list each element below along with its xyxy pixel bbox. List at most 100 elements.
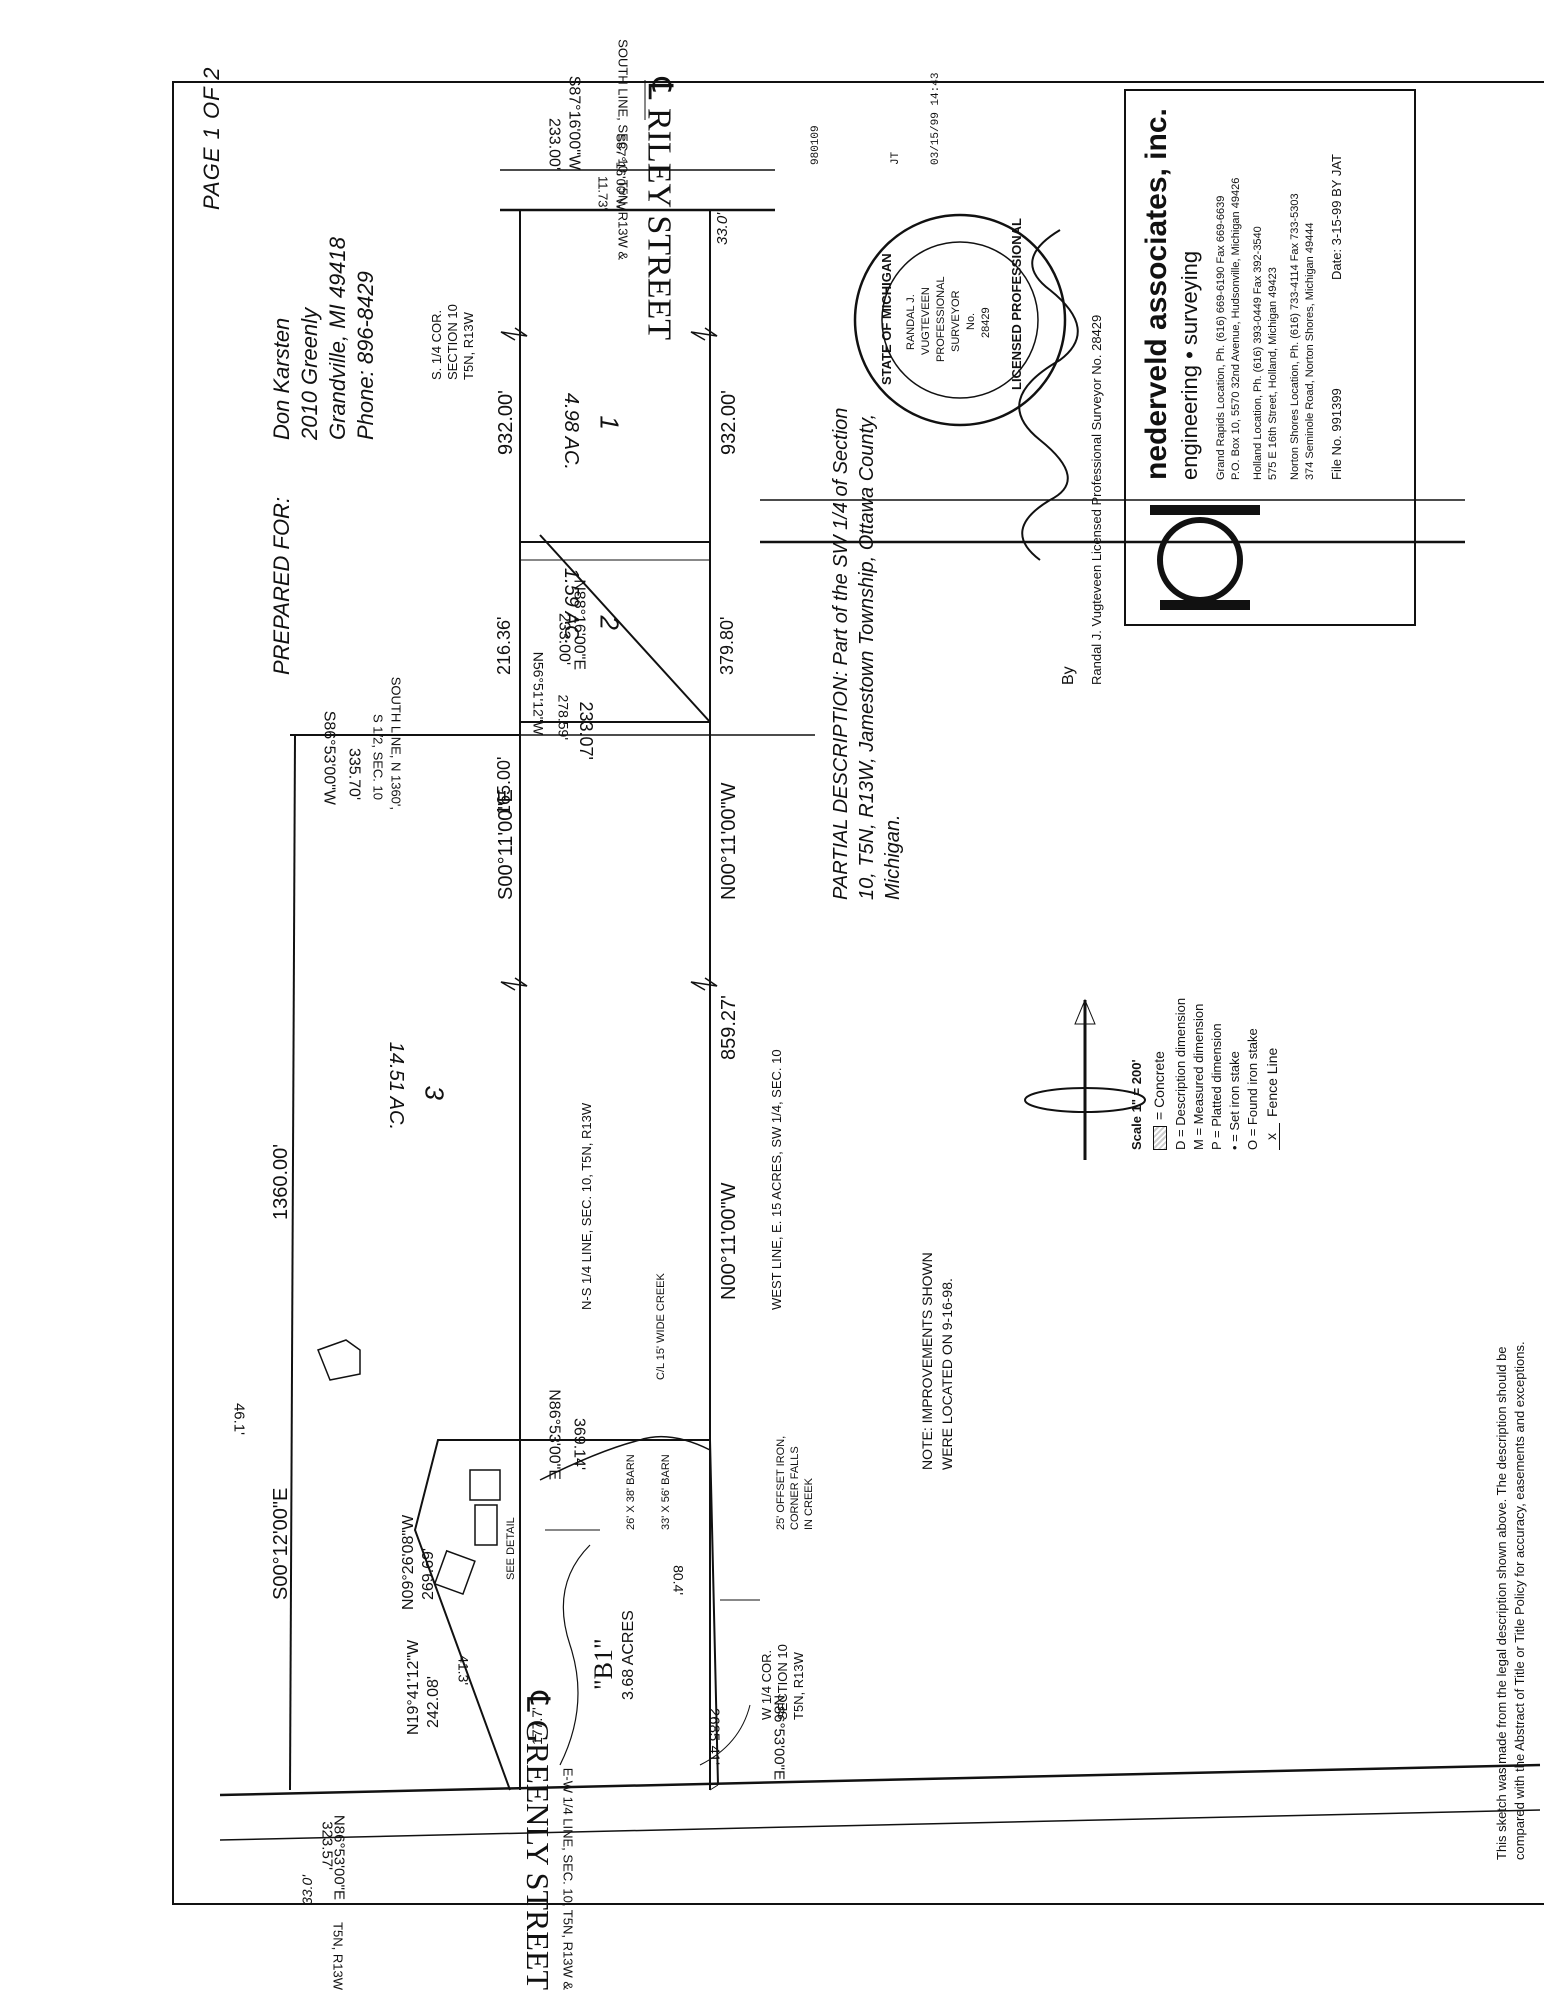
parcel-b1-name: "B1" xyxy=(589,1638,618,1690)
break-mark-3 xyxy=(500,327,528,341)
parcel-south-boundary xyxy=(709,1784,719,1791)
break-mark-2 xyxy=(690,977,718,991)
dim-n8653a: N86°53'00"E xyxy=(545,1389,563,1480)
dim-804: 80.4' xyxy=(670,1565,687,1595)
dim-165: 165.00' xyxy=(494,756,514,816)
barn-footprint-2 xyxy=(469,1469,501,1501)
break-mark-1 xyxy=(500,977,528,991)
dim-379: 379.80' xyxy=(717,616,737,676)
dim-s8653: S86°53'00"W xyxy=(320,710,338,805)
dim-216: 216.36' xyxy=(494,616,514,676)
header-stamp-left: 980109 xyxy=(810,125,822,165)
dim-369: 369.14' xyxy=(570,1418,588,1470)
south-line-riley: SOUTH LINE, SEC. 10, T5N, R13W & xyxy=(615,39,631,260)
company-loc-3: Norton Shores Location, Ph. (616) 733-41… xyxy=(1289,193,1301,480)
west-line-label: WEST LINE, E. 15 ACRES, SW 1/4, SEC. 10 xyxy=(769,1049,784,1310)
legend-fence: x Fence Line xyxy=(1263,1047,1281,1150)
dim-269: 269.69' xyxy=(420,1548,437,1600)
legend-set: • = Set iron stake xyxy=(1227,1051,1242,1150)
house-footprint xyxy=(433,1549,476,1596)
prepared-for-name: Don Karsten xyxy=(269,317,294,440)
parcel-3-acres: 14.51 AC. xyxy=(385,1041,407,1130)
prepared-for-label: PREPARED FOR: xyxy=(269,496,294,675)
header-stamp-right: 03/15/99 14:43 xyxy=(930,72,942,165)
seal-graphic xyxy=(853,213,1067,427)
dim-233b: 233.07' xyxy=(575,701,596,761)
greenly-section-line xyxy=(219,1763,1541,1797)
leader-w-quarter xyxy=(699,1704,751,1766)
offset-iron-1: 25' OFFSET IRON, xyxy=(775,1435,787,1530)
company-loc-3b: 374 Seminole Road, Norton Shores, Michig… xyxy=(1304,222,1316,480)
dim-461: 46.1' xyxy=(230,1402,248,1435)
s-quarter-cor-2: SECTION 10 xyxy=(445,304,460,380)
dim-s8716: S87°16'00"W xyxy=(565,75,583,170)
t5n-label: T5N, R13W xyxy=(330,1922,346,1990)
company-tagline: engineering • surveying xyxy=(1177,250,1202,480)
pond-shape xyxy=(317,1339,361,1381)
riley-street-label: ℄ RILEY STREET xyxy=(640,77,678,340)
parcel-1-acres: 4.98 AC. xyxy=(560,392,582,470)
legend-fence-label: Fence Line xyxy=(1263,1047,1280,1117)
legend-concrete: = Concrete xyxy=(1151,1051,1167,1150)
south-line-s12-1: S 1/2, SEC. 10 xyxy=(370,714,386,800)
company-loc-1: Grand Rapids Location, Ph. (616) 669-619… xyxy=(1215,195,1227,480)
company-loc-1b: P.O. Box 10, 5570 32nd Avenue, Hudsonvil… xyxy=(1230,177,1242,480)
parcel-b1-acres: 3.68 ACRES xyxy=(620,1610,637,1700)
dim-1777: 177.7' xyxy=(529,1707,545,1745)
creek-curve xyxy=(539,1435,711,1481)
disclaimer-line-2: compared with the Abstract of Title or T… xyxy=(1512,1341,1527,1860)
dim-932: 932.00' xyxy=(495,390,517,455)
seal-line-1: RANDAL J. xyxy=(905,294,917,350)
legend-d: D = Description dimension xyxy=(1173,997,1188,1150)
dim-n0011-859: N00°11'00"W xyxy=(718,1182,740,1301)
dim-242: 242.08' xyxy=(425,1676,442,1728)
dim-233c: 233.00' xyxy=(545,118,563,170)
company-loc-2b: 575 E 16th Street, Holland, Michigan 494… xyxy=(1267,267,1279,480)
dim-n0926: N09°26'08"W xyxy=(400,1514,417,1610)
dim-330-right: 33.0' xyxy=(714,212,731,245)
seal-ring-bottom: LICENSED PROFESSIONAL xyxy=(1009,218,1024,390)
dim-278: 278.59' xyxy=(555,694,572,741)
company-date: Date: 3-15-99 BY JAT xyxy=(1329,154,1344,280)
signature-caption: Randal J. Vugteveen Licensed Professiona… xyxy=(1089,314,1104,685)
south-line-s12-2: SOUTH LINE, N 1360', xyxy=(388,676,404,810)
signature-scribble xyxy=(1018,229,1079,561)
dim-n8816: N88°16'00"E xyxy=(570,579,588,670)
prepared-for-phone: Phone: 896-8429 xyxy=(353,271,378,440)
parcel-1-number: 1 xyxy=(594,415,625,430)
seal-line-2: VUGTEVEEN xyxy=(920,287,932,355)
note-line-1: NOTE: IMPROVEMENTS SHOWN xyxy=(919,1252,935,1470)
company-file-no: File No. 991399 xyxy=(1329,388,1344,480)
seal-line-6: 28429 xyxy=(980,307,992,338)
north-arrow xyxy=(1024,998,1146,1160)
dim-n5651: N56°51'12"W xyxy=(530,651,547,735)
dim-413: 41.3' xyxy=(455,1655,472,1685)
s-quarter-cor-1: S. 1/4 COR. xyxy=(429,309,444,380)
see-detail-label: SEE DETAIL xyxy=(505,1517,517,1580)
barn-label-2: 33' X 56' BARN xyxy=(660,1454,672,1530)
seal-line-3: PROFESSIONAL xyxy=(935,276,947,362)
legend-concrete-label: = Concrete xyxy=(1151,1051,1167,1120)
dim-s0012: S00°12'00"E xyxy=(270,1487,292,1600)
dim-1173: 11.73' xyxy=(595,175,611,210)
dim-335: 335.70' xyxy=(345,748,363,800)
prepared-for-address: 2010 Greenly xyxy=(297,307,322,440)
driveway xyxy=(559,1544,591,1766)
dim-932b: 932.00' xyxy=(718,390,740,455)
offset-iron-3: IN CREEK xyxy=(803,1478,815,1530)
ns-quarter-label: N-S 1/4 LINE, SEC. 10, T5N, R13W xyxy=(579,1102,594,1310)
prepared-for-city: Grandville, MI 49418 xyxy=(325,237,350,440)
break-mark-4 xyxy=(690,327,718,341)
company-loc-2: Holland Location, Ph. (616) 393-0449 Fax… xyxy=(1252,226,1264,480)
dim-2685: 2685.41' xyxy=(705,1707,723,1765)
parcel2-diagonal xyxy=(539,534,711,723)
dim-n1941: N19°41'12"W xyxy=(405,1639,422,1735)
seal-line-4: SURVEYOR xyxy=(950,290,962,352)
dim-n0011-932: N00°11'00"W xyxy=(718,782,740,901)
ew-quarter-label: E-W 1/4 LINE, SEC. 10, T5N, R13W & xyxy=(560,1767,576,1990)
description-line-3: Michigan. xyxy=(882,814,904,900)
barn-footprint-1 xyxy=(474,1504,498,1546)
w-quarter-cor-3: T5N, R13W xyxy=(791,1652,806,1720)
fence-mark: x xyxy=(1263,1123,1281,1150)
